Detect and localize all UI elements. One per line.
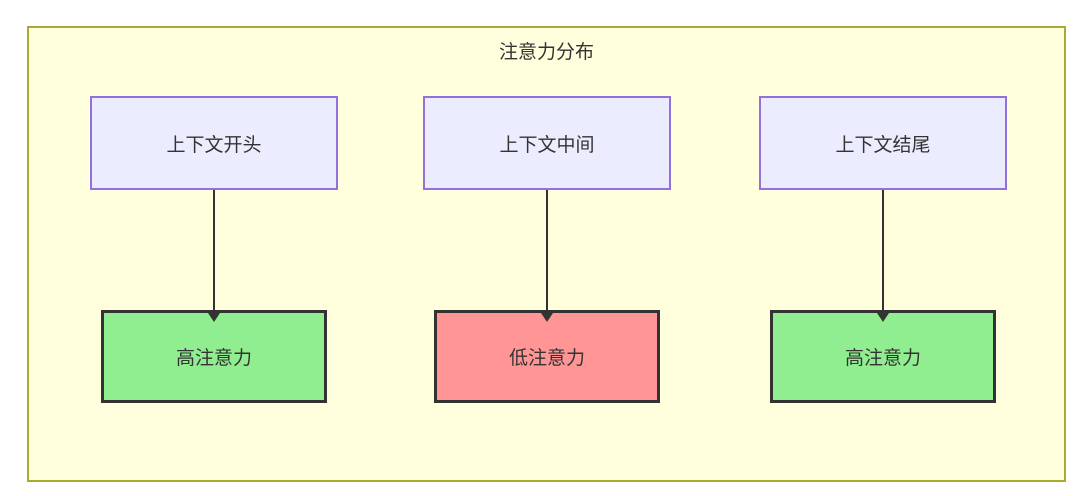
node-high-attention-left: 高注意力 <box>101 310 327 403</box>
node-low-attention: 低注意力 <box>434 310 660 403</box>
arrow-down-icon <box>539 190 555 322</box>
attention-distribution-diagram: 注意力分布 上下文开头 高注意力 上下文中间 低注意力 上下文结尾 高注意力 <box>27 26 1066 482</box>
node-context-start: 上下文开头 <box>90 96 338 190</box>
diagram-title: 注意力分布 <box>498 42 594 63</box>
node-context-middle: 上下文中间 <box>423 96 671 190</box>
arrowhead-icon <box>875 310 891 322</box>
flow-column-context-middle: 上下文中间 低注意力 <box>417 28 677 403</box>
node-context-end: 上下文结尾 <box>759 96 1007 190</box>
flow-column-context-start: 上下文开头 高注意力 <box>84 28 344 403</box>
arrow-down-icon <box>875 190 891 322</box>
arrow-down-icon <box>206 190 222 322</box>
arrowhead-icon <box>539 310 555 322</box>
arrowhead-icon <box>206 310 222 322</box>
flow-column-context-end: 上下文结尾 高注意力 <box>753 28 1013 403</box>
node-high-attention-right: 高注意力 <box>770 310 996 403</box>
